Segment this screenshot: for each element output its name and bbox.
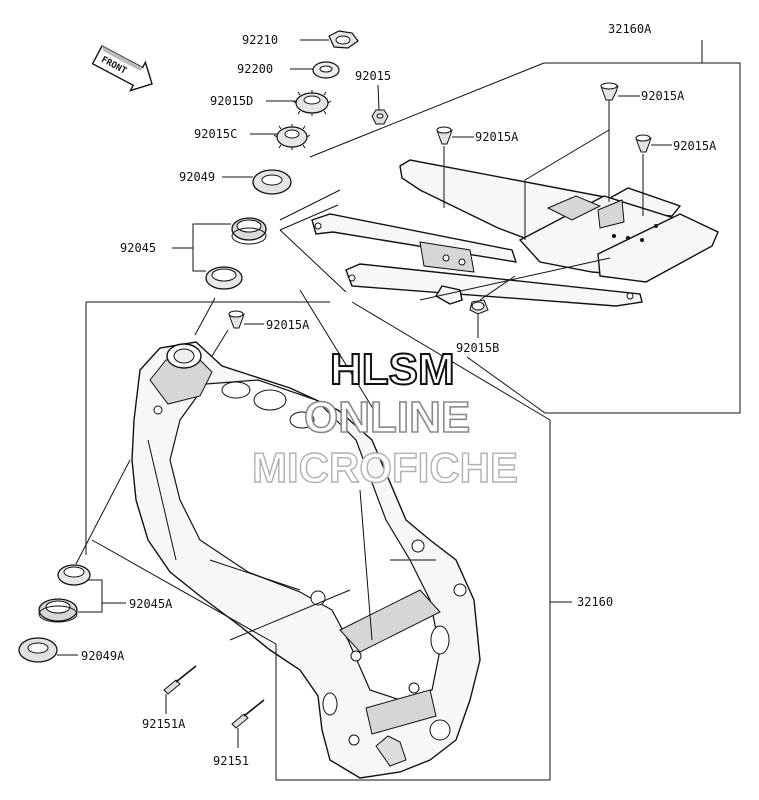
label-92015A-3[interactable]: 92015A — [673, 139, 717, 153]
watermark: HLSM ONLINE MICROFICHE — [251, 344, 518, 492]
grommet-92015B[interactable] — [469, 299, 489, 315]
label-92200[interactable]: 92200 — [237, 62, 273, 76]
label-92015[interactable]: 92015 — [355, 69, 391, 83]
main-frame-32160[interactable] — [131, 341, 481, 779]
label-32160[interactable]: 32160 — [577, 595, 613, 609]
washer-92200[interactable] — [312, 61, 340, 79]
nut-92210[interactable] — [328, 30, 359, 49]
watermark-line-2: ONLINE — [304, 393, 470, 442]
bearing-92045A[interactable] — [38, 598, 78, 623]
label-92045A[interactable]: 92045A — [129, 597, 173, 611]
label-92045[interactable]: 92045 — [120, 241, 156, 255]
front-arrow-icon: FRONT — [91, 45, 153, 92]
watermark-line-3: MICROFICHE — [252, 444, 518, 491]
race-92045[interactable] — [205, 266, 243, 290]
label-92015B[interactable]: 92015B — [456, 341, 499, 355]
locknut-92015D[interactable] — [292, 90, 332, 116]
label-92049A[interactable]: 92049A — [81, 649, 125, 663]
seal-92049[interactable] — [252, 169, 292, 195]
grommet-92015A-1[interactable] — [600, 82, 619, 101]
grommet-92015A-2[interactable] — [436, 126, 453, 145]
bolt-92151A[interactable] — [163, 665, 197, 695]
grommet-92015A-4[interactable] — [228, 310, 245, 329]
label-92210[interactable]: 92210 — [242, 33, 278, 47]
label-92049[interactable]: 92049 — [179, 170, 215, 184]
label-92151A[interactable]: 92151A — [142, 717, 186, 731]
label-92015C[interactable]: 92015C — [194, 127, 237, 141]
label-92015A-1[interactable]: 92015A — [641, 89, 685, 103]
bolt-92151[interactable] — [231, 699, 265, 729]
race-92045A[interactable] — [57, 564, 91, 586]
locknut-92015C[interactable] — [273, 124, 311, 150]
grommet-92015[interactable] — [371, 109, 389, 125]
label-92015A-2[interactable]: 92015A — [475, 130, 519, 144]
bearing-92045-upper[interactable] — [231, 217, 267, 245]
label-92151[interactable]: 92151 — [213, 754, 249, 768]
label-92015D[interactable]: 92015D — [210, 94, 253, 108]
label-92015A-4[interactable]: 92015A — [266, 318, 310, 332]
rear-subframe-32160A[interactable] — [311, 159, 719, 307]
seal-92049A[interactable] — [18, 637, 58, 663]
grommet-92015A-3[interactable] — [635, 134, 652, 153]
watermark-line-1: HLSM — [330, 345, 455, 394]
label-32160A[interactable]: 32160A — [608, 22, 652, 36]
